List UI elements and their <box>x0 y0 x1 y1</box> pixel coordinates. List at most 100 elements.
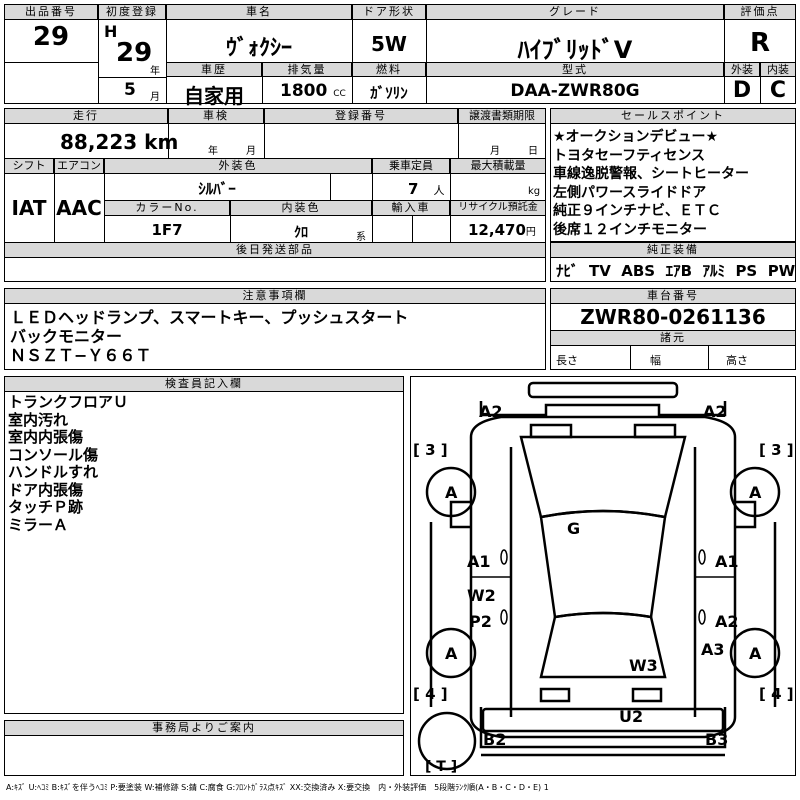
equipment-item: TV <box>588 262 611 280</box>
dmg-t: [ T ] <box>425 759 457 775</box>
dmg-a1-right: A1 <box>715 552 739 571</box>
year-unit: 年 <box>150 66 160 77</box>
dmg-bracket-3-right: [ 3 ] <box>759 441 794 459</box>
inspector-line: 室内内張傷 <box>8 428 84 446</box>
capacity-label: 乗車定員 <box>372 158 450 174</box>
intcolor: ｸﾛ <box>294 225 308 241</box>
reg-year: 29 <box>116 38 153 68</box>
dmg-a2-left: A2 <box>479 402 503 421</box>
dmg-u2: U2 <box>619 707 643 726</box>
dmg-tire-fr: A <box>749 483 762 502</box>
int-score: C <box>769 78 787 103</box>
dmg-tire-fl: A <box>445 483 458 502</box>
sales-line: トヨタセーフティセンス <box>553 147 706 164</box>
transfer-day: 日 <box>528 146 538 157</box>
ac-label: エアコン <box>54 158 104 174</box>
transfer-label: 譲渡書類期限 <box>458 108 546 124</box>
sales-point-lines: ★オークションデビュー★ トヨタセーフティセンス 車線逸脱警報、シートヒーター … <box>553 128 749 239</box>
notes-line: ＬＥＤヘッドランプ、スマートキー、プッシュスタート <box>10 308 409 327</box>
equipment-label: 純正装備 <box>550 242 796 258</box>
capacity: 7 人 <box>408 180 445 198</box>
spec-width: 幅 <box>650 354 661 367</box>
shift: IAT <box>11 196 47 220</box>
sales-line: 車線逸脱警報、シートヒーター <box>553 166 749 182</box>
inspector-line: トランクフロアＵ <box>8 393 129 411</box>
equipment-item: ｱﾙﾐ <box>702 262 725 280</box>
notes-label: 注意事項欄 <box>4 288 546 304</box>
dmg-a2-right-side: A2 <box>715 612 739 631</box>
door-label: ドア形状 <box>352 4 426 20</box>
chassis-number: ZWR80-0261136 <box>580 305 766 329</box>
inspector-label: 検査員記入欄 <box>4 376 404 392</box>
car-name-label: 車名 <box>166 4 352 20</box>
spec-height: 高さ <box>726 354 748 367</box>
reg-month: 5 <box>124 80 136 100</box>
dmg-bracket-4-left: [ 4 ] <box>413 685 448 703</box>
ext-label: 外装 <box>724 62 760 77</box>
inspector-line: 室内汚れ <box>8 410 69 429</box>
dmg-bracket-4-right: [ 4 ] <box>759 685 794 703</box>
sales-point-label: セールスポイント <box>550 108 796 124</box>
lot-number: 29 <box>32 22 70 52</box>
colorno-label: カラーNo. <box>104 200 230 216</box>
dmg-a1-left: A1 <box>467 552 491 571</box>
score: R <box>749 28 771 58</box>
inspector-line: ドア内張傷 <box>8 480 84 499</box>
inspector-line: コンソール傷 <box>8 445 99 464</box>
sales-line: 左側パワースライドドア <box>553 184 707 201</box>
equipment-item: ﾅﾋﾞ <box>556 262 579 280</box>
dmg-tire-rr: A <box>749 644 762 663</box>
notes-lines: ＬＥＤヘッドランプ、スマートキー、プッシュスタート バックモニター ＮＳＺＴ−Ｙ… <box>10 308 408 365</box>
model-label: 型式 <box>426 62 724 77</box>
office-label: 事務局よりご案内 <box>4 720 404 736</box>
equipment-item: ABS <box>621 262 656 280</box>
sales-line: ★オークションデビュー★ <box>553 129 719 145</box>
mileage: 88,223 km <box>60 130 179 154</box>
fuel-label: 燃料 <box>352 62 426 77</box>
intcolor-label: 内装色 <box>230 200 372 216</box>
kg-unit: kg <box>528 186 541 197</box>
colorno: 1F7 <box>151 221 183 239</box>
reg-number-label: 登録番号 <box>264 108 458 124</box>
color: ｼﾙﾊﾞｰ <box>198 180 236 198</box>
inspector-line: ミラーＡ <box>8 515 69 534</box>
dmg-w3: W3 <box>629 656 658 675</box>
grade: ﾊｲﾌﾞﾘｯﾄﾞV <box>517 36 633 64</box>
dmg-bracket-3-left: [ 3 ] <box>413 441 448 459</box>
score-label: 評価点 <box>724 4 796 20</box>
inspection-label: 車検 <box>168 108 264 124</box>
history-label: 車歴 <box>166 62 262 77</box>
mileage-label: 走行 <box>4 108 168 124</box>
inspector-line: ハンドルすれ <box>8 463 99 481</box>
damage-diagram: A2 A2 [ 3 ] [ 3 ] A A G A1 A1 W2 P2 A2 A… <box>410 376 796 776</box>
fuel: ｶﾞｿﾘﾝ <box>370 84 408 102</box>
dmg-a3: A3 <box>701 640 725 659</box>
lot-label: 出品番号 <box>4 4 98 20</box>
dmg-b3: B3 <box>705 730 728 749</box>
dmg-w2: W2 <box>467 586 496 605</box>
later-parts-label: 後日発送部品 <box>4 242 546 258</box>
car-diagram: A2 A2 [ 3 ] [ 3 ] A A G A1 A1 W2 P2 A2 A… <box>413 381 794 775</box>
dmg-tire-rl: A <box>445 644 458 663</box>
era: H <box>104 22 118 41</box>
transfer-month: 月 <box>490 146 500 157</box>
spec-label: 諸元 <box>550 330 796 346</box>
displacement: 1800 CC <box>280 81 346 101</box>
history: 自家用 <box>184 84 244 108</box>
car-name: ｳﾞｫｸｼｰ <box>225 36 292 61</box>
legend: A:ｷｽﾞ U:ﾍｺﾐ B:ｷｽﾞを伴うﾍｺﾐ P:要塗装 W:補修跡 S:錆 … <box>6 783 549 792</box>
month-unit: 月 <box>150 92 160 103</box>
inspector-line: タッチＰ跡 <box>8 498 84 516</box>
insp-year: 年 <box>208 146 218 157</box>
inspector-lines: トランクフロアＵ 室内汚れ 室内内張傷 コンソール傷 ハンドルすれ ドア内張傷 … <box>8 393 129 534</box>
sales-line: 純正９インチナビ、ＥＴＣ <box>553 203 721 219</box>
dmg-g: G <box>567 519 580 538</box>
equipment-list: ﾅﾋﾞ TV ABS ｴｱB ｱﾙﾐ PS PW <box>556 260 795 281</box>
dmg-a2-right: A2 <box>703 402 727 421</box>
equipment-item: ｴｱB <box>665 262 693 280</box>
notes-line: バックモニター <box>10 327 123 346</box>
color-label: 外装色 <box>104 158 372 174</box>
kei-unit: 系 <box>356 232 366 243</box>
recycle-label: リサイクル預託金 <box>450 200 546 216</box>
displacement-label: 排気量 <box>262 62 352 77</box>
